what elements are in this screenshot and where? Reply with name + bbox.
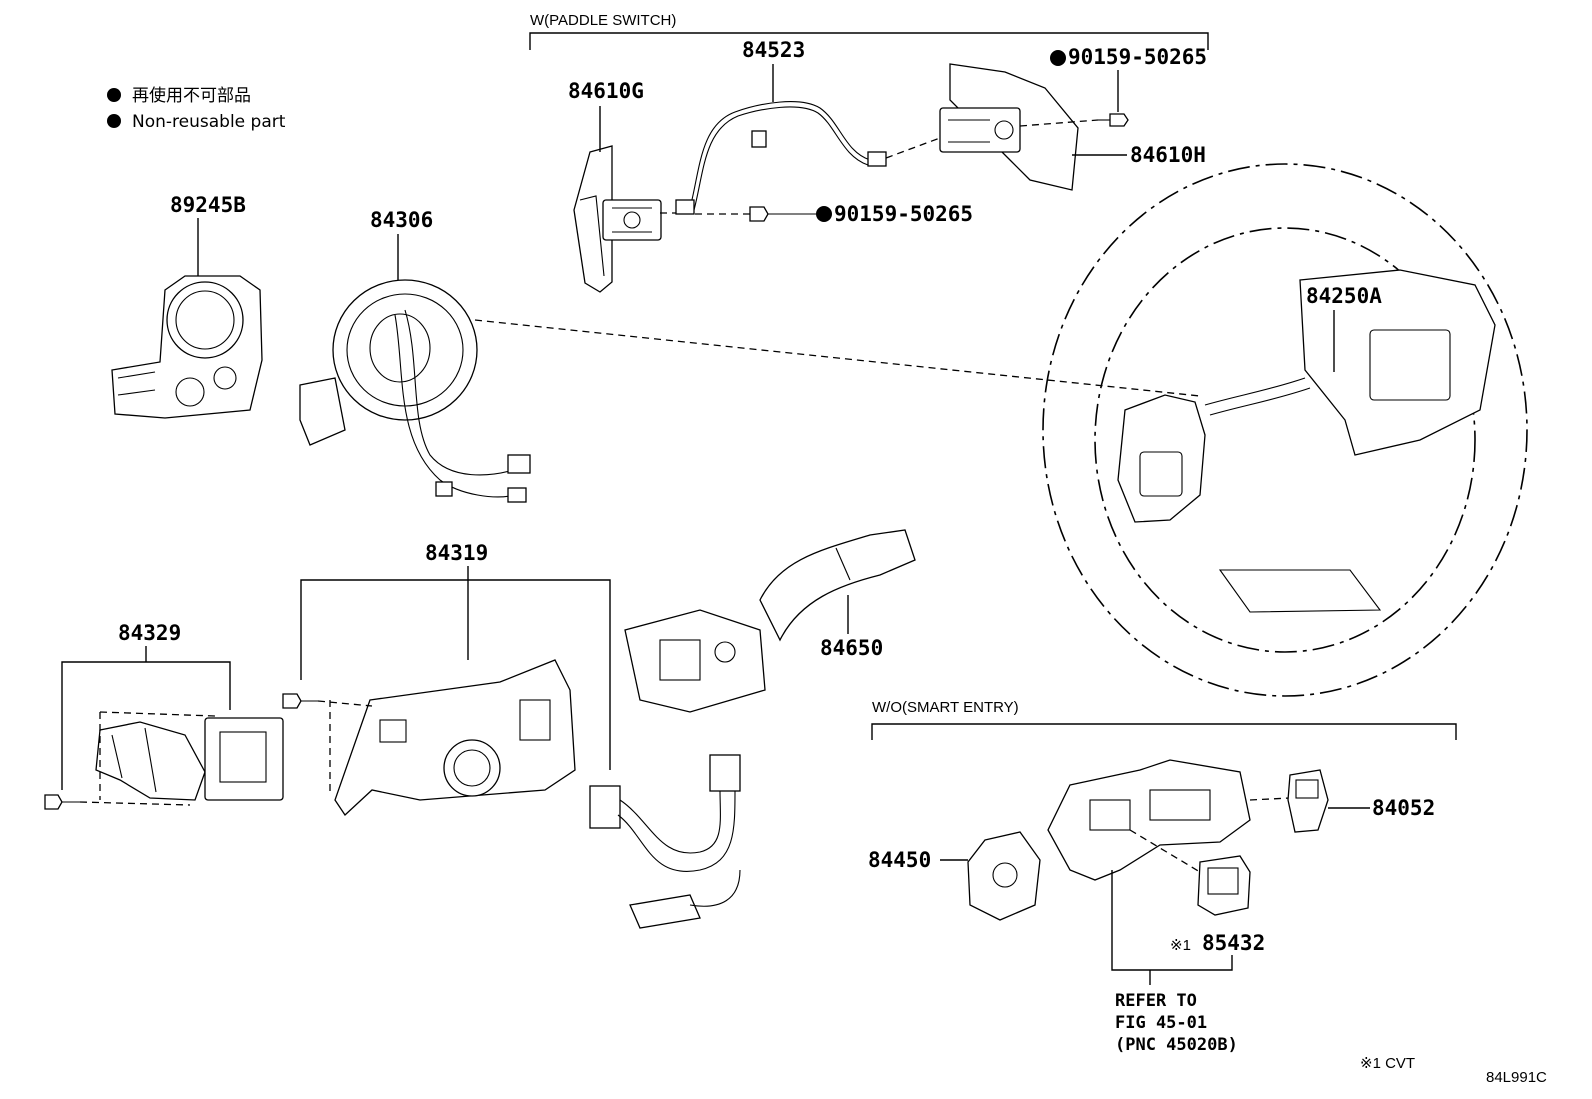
spiral-cable-drawing xyxy=(299,279,531,503)
part-number-84329: 84329 xyxy=(118,621,181,645)
non-reusable-bullet-icon xyxy=(107,88,121,102)
part-85432-note-mark: ※1 xyxy=(1170,937,1191,954)
legend: 再使用不可部品 Non-reusable part xyxy=(107,85,286,132)
part-number-84610G: 84610G xyxy=(568,79,644,103)
non-reusable-bullet-icon xyxy=(816,206,832,222)
key-cylinder-switch-drawing xyxy=(1287,769,1329,833)
steering-wheel-drawing xyxy=(1042,163,1528,697)
part-number-84319: 84319 xyxy=(425,541,488,565)
paddle-switch-group: W(PADDLE SWITCH) xyxy=(529,12,1209,50)
part-number-84306: 84306 xyxy=(370,208,433,232)
wiper-switch-drawing xyxy=(624,529,916,713)
diagram-id: 84L991C xyxy=(1486,1069,1547,1086)
switch-screw-drawing xyxy=(282,693,318,709)
paddle-switch-left-drawing xyxy=(573,145,662,293)
part-number-84052: 84052 xyxy=(1372,796,1435,820)
part-number-84650: 84650 xyxy=(820,636,883,660)
reference-line-2: FIG 45-01 xyxy=(1115,1013,1207,1033)
part-number-84523: 84523 xyxy=(742,38,805,62)
legend-label-en: Non-reusable part xyxy=(132,112,286,132)
part-number-84450: 84450 xyxy=(868,848,931,872)
switch-body-drawing xyxy=(334,659,576,816)
reference-line-3: (PNC 45020B) xyxy=(1115,1035,1238,1055)
part-number-84250A: 84250A xyxy=(1306,284,1382,308)
switch-harness-drawing xyxy=(589,754,741,929)
smart-entry-group-label: W/O(SMART ENTRY) xyxy=(872,699,1019,716)
paddle-switch-group-label: W(PADDLE SWITCH) xyxy=(530,12,676,29)
reference-line-1: REFER TO xyxy=(1115,991,1197,1011)
steering-sensor-drawing xyxy=(111,275,263,419)
part-number-85432: 85432 xyxy=(1202,931,1265,955)
paddle-switch-harness-drawing xyxy=(675,101,887,215)
bolt-upper-drawing xyxy=(1098,113,1129,127)
smart-entry-group: W/O(SMART ENTRY) xyxy=(871,699,1457,740)
legend-label-ja: 再使用不可部品 xyxy=(132,85,251,106)
part-number-89245B: 89245B xyxy=(170,193,246,217)
bolt-lower-drawing xyxy=(749,206,816,222)
part-number-84610H: 84610H xyxy=(1130,143,1206,167)
footnote-cvt: ※1 CVT xyxy=(1360,1055,1415,1072)
shift-lock-solenoid-drawing xyxy=(1197,855,1251,916)
paddle-switch-right-drawing xyxy=(939,63,1079,191)
headlamp-switch-drawing xyxy=(95,717,284,801)
steering-lock-housing-drawing xyxy=(1047,759,1251,881)
ignition-switch-drawing xyxy=(967,831,1041,921)
non-reusable-bullet-icon xyxy=(107,114,121,128)
non-reusable-bullet-icon xyxy=(1050,50,1066,66)
headlamp-screw-drawing xyxy=(44,794,80,810)
part-number-90159-50265-lower: 90159-50265 xyxy=(834,202,973,226)
part-number-90159-50265-upper: 90159-50265 xyxy=(1068,45,1207,69)
